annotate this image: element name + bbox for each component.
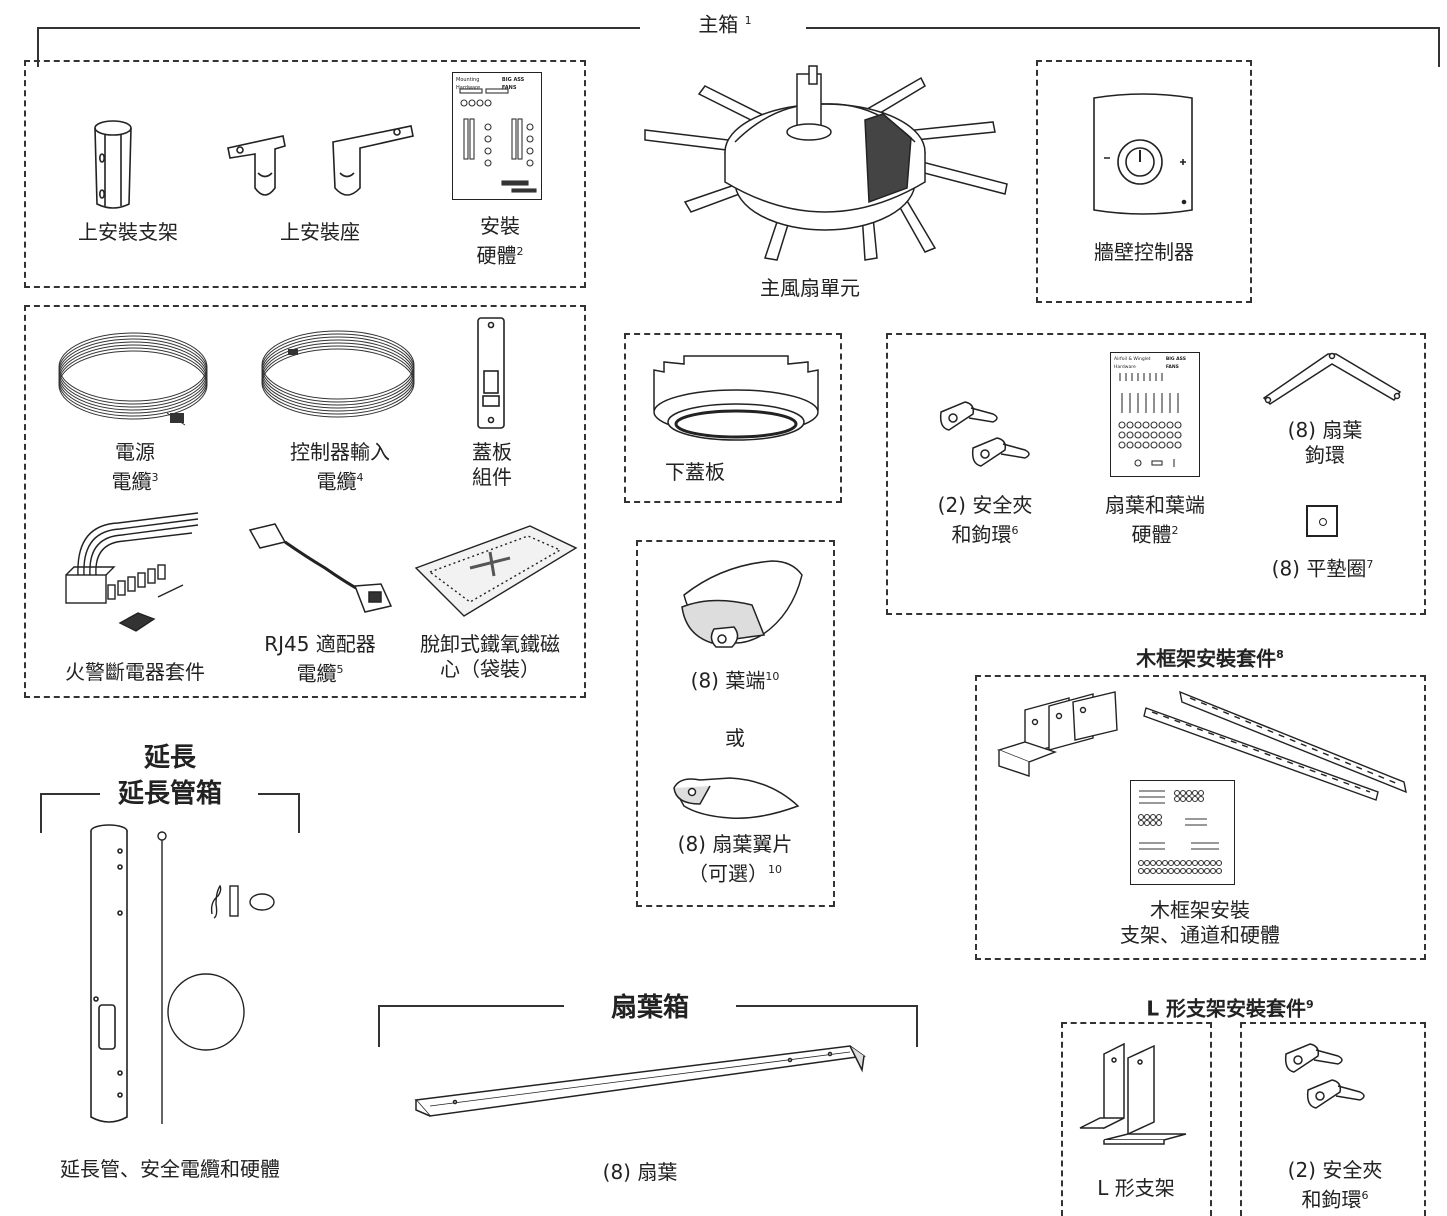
l-bracket-label: L 形支架	[1097, 1176, 1175, 1200]
lower-cover-group	[624, 333, 842, 503]
ferrite-core-label: 脫卸式鐵氧鐵磁 心（袋裝）	[420, 632, 560, 681]
wood-frame-brackets-illustration	[996, 691, 1118, 777]
fire-relay-kit-label: 火警斷電器套件	[65, 660, 205, 684]
blade-tip-label: (8) 葉端10	[690, 668, 780, 693]
extension-hardware-illustration	[210, 884, 275, 919]
flat-washer-icon	[1306, 505, 1338, 537]
blade-box-title: 扇葉箱	[610, 993, 689, 1023]
blade-box-bracket-right	[736, 1005, 918, 1007]
extension-bracket-right-tick	[298, 793, 300, 833]
safety-clip-shackle-illustration	[939, 401, 1030, 467]
cover-plate-label: 蓋板 組件	[472, 440, 512, 489]
l-bracket-clips-illustration	[1284, 1043, 1365, 1109]
wall-control-illustration	[1093, 93, 1193, 215]
blade-winglet-illustration	[673, 777, 800, 819]
fire-relay-kit-illustration	[65, 512, 199, 632]
upper-mount-label: 上安裝座	[280, 220, 360, 244]
lower-cover-label: 下蓋板	[665, 460, 725, 484]
controller-cable-illustration	[261, 330, 415, 418]
l-bracket-clips-group	[1240, 1022, 1426, 1216]
lower-cover-illustration	[653, 355, 819, 441]
mounting-group	[24, 60, 586, 288]
upper-mount-illustration	[227, 125, 414, 196]
l-bracket-clips-label: (2) 安全夾 和鉤環6	[1287, 1158, 1383, 1212]
extension-bracket-left	[40, 793, 100, 795]
wood-frame-kit-group	[975, 675, 1426, 960]
blade-box-bracket-right-tick	[916, 1005, 918, 1047]
mounting-hardware-label: 安裝 硬體2	[476, 214, 524, 268]
main-box-bracket-left	[37, 27, 640, 29]
blade-tip-illustration	[681, 560, 803, 648]
blade-hardware-group	[886, 333, 1426, 615]
flat-washer-label: (8) 平墊圈7	[1271, 556, 1374, 581]
main-box-bracket-left-tick	[37, 27, 39, 67]
wood-frame-kit-label: 木框架安裝 支架、通道和硬體	[1120, 898, 1280, 947]
cables-group	[24, 305, 586, 698]
blade-winglet-label: (8) 扇葉翼片 （可選）10	[677, 832, 793, 886]
l-bracket-illustration	[1079, 1042, 1187, 1145]
blade-box-bracket-left-tick	[378, 1005, 380, 1047]
l-bracket-kit-title: L 形支架安裝套件9	[1146, 996, 1314, 1021]
extension-bracket-right	[258, 793, 300, 795]
ferrite-bag-illustration	[414, 525, 578, 617]
safety-clip-shackle-label: (2) 安全夾 和鉤環6	[937, 493, 1033, 547]
main-box-bracket-right-tick	[1438, 27, 1440, 67]
wood-frame-hardware-card-parts	[1137, 789, 1223, 875]
extension-tube-illustration	[90, 824, 128, 1123]
or-label: 或	[725, 726, 745, 750]
upper-mount-bracket-label: 上安裝支架	[78, 220, 178, 244]
wall-control-group	[1036, 60, 1252, 303]
blade-box-bracket-left	[378, 1005, 564, 1007]
blade-tip-hardware-label: 扇葉和葉端 硬體2	[1105, 493, 1205, 547]
upper-mount-bracket-illustration	[94, 120, 132, 209]
extension-bracket-left-tick	[40, 793, 42, 833]
main-box-title: 主箱 1	[698, 12, 752, 37]
wood-frame-channels-illustration	[1143, 690, 1407, 801]
l-bracket-group	[1061, 1022, 1212, 1216]
safety-cable-illustration	[157, 831, 245, 1124]
wood-frame-hardware-card	[1130, 780, 1235, 885]
main-fan-unit-label: 主風扇單元	[760, 276, 860, 300]
power-cable-label: 電源 電纜3	[111, 440, 159, 494]
wood-frame-kit-title: 木框架安裝套件8	[1136, 646, 1284, 671]
extension-tube-label: 延長管、安全電纜和硬體	[60, 1157, 280, 1181]
blade-retainer-label: (8) 扇葉 鉤環	[1287, 418, 1363, 467]
controller-cable-label: 控制器輸入 電纜4	[290, 440, 390, 494]
blade-retainer-illustration	[1262, 352, 1402, 405]
rj45-adapter-cable-illustration	[248, 523, 393, 613]
main-fan-unit-illustration	[644, 65, 1008, 261]
hardware-card-parts	[459, 88, 537, 193]
blade-tips-group	[636, 540, 835, 907]
fan-blade-illustration	[414, 1045, 866, 1117]
fan-blade-label: (8) 扇葉	[602, 1160, 678, 1184]
power-cable-illustration	[58, 332, 208, 426]
extension-box-title: 延長 延長管箱	[117, 743, 222, 809]
cover-plate-illustration	[477, 317, 505, 429]
blade-hardware-card-parts	[1118, 373, 1182, 467]
rj45-adapter-label: RJ45 適配器 電纜5	[264, 632, 376, 686]
wall-control-label: 牆壁控制器	[1094, 240, 1194, 264]
main-box-bracket-right	[806, 27, 1440, 29]
